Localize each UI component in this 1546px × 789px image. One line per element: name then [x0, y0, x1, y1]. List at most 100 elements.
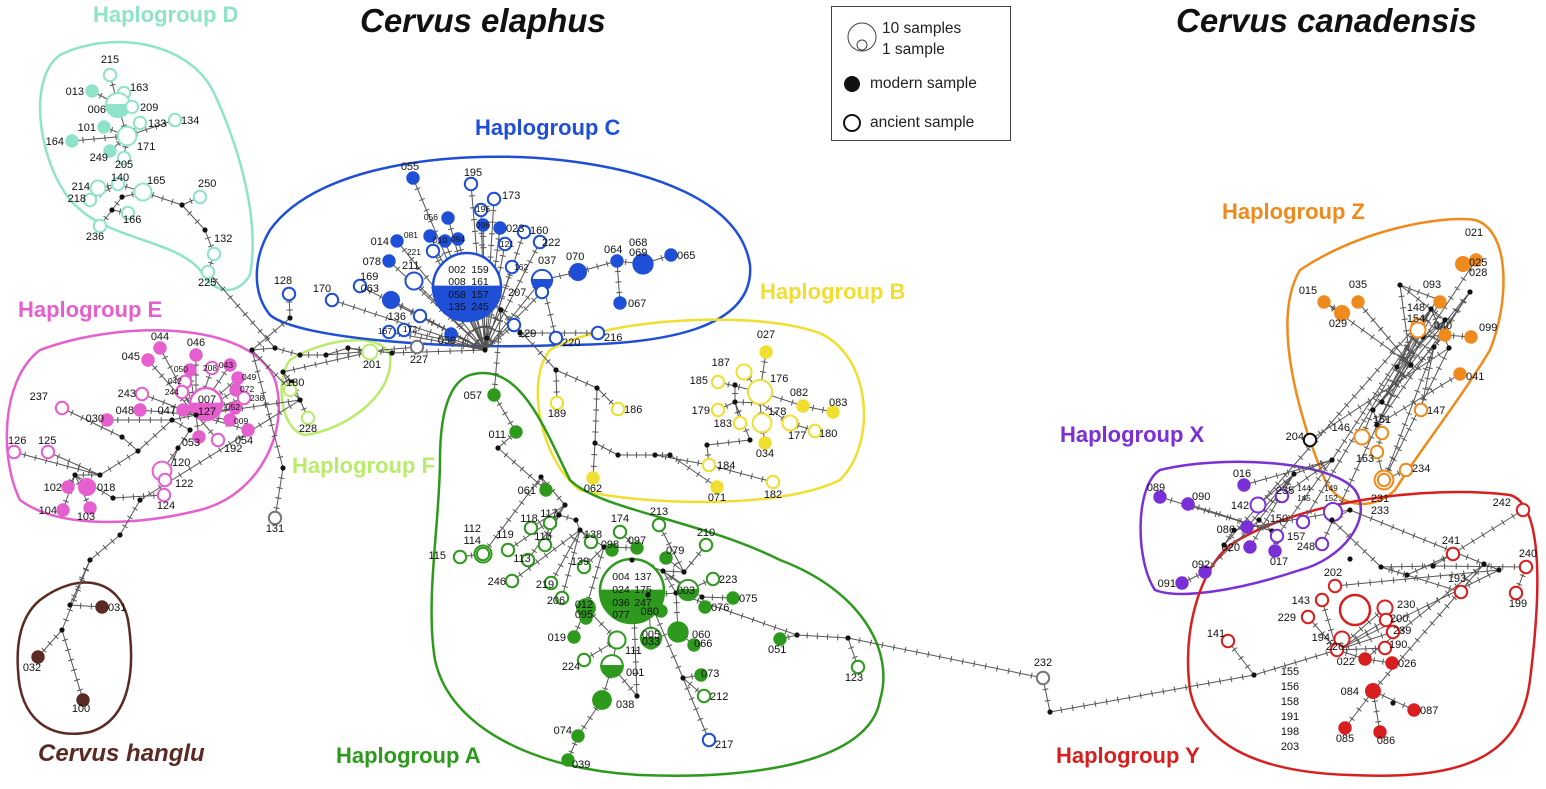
hub-label: 004 [612, 571, 630, 583]
mutation-tick [1409, 335, 1416, 340]
mutation-tick [1306, 509, 1312, 514]
mutation-tick [1225, 547, 1231, 553]
hub-label: 007 [198, 394, 216, 406]
mutation-tick [1414, 365, 1420, 371]
mutation-tick [274, 445, 281, 448]
mutation-tick [1296, 481, 1301, 487]
ancient-sample-node [486, 191, 502, 207]
mutation-tick [1312, 622, 1318, 628]
mutation-tick [1439, 572, 1442, 579]
mutation-tick [428, 219, 434, 223]
mutation-tick [1451, 595, 1457, 601]
haplotype-node [751, 412, 773, 434]
haplotype-label: 153 [1356, 453, 1374, 465]
haplotype-node [406, 171, 420, 185]
legend: 10 samples 1 sample modern sample ancien… [831, 6, 1011, 141]
mutation-tick [556, 495, 562, 501]
haplotype-label: 068 [629, 237, 647, 249]
mutation-tick [1434, 340, 1440, 346]
mutation-tick [1366, 619, 1372, 625]
median-vector-node [1374, 422, 1380, 428]
mutation-tick [1225, 514, 1229, 521]
median-vector-node [577, 527, 583, 533]
mutation-tick [1324, 618, 1332, 622]
mutation-tick [1362, 548, 1368, 554]
ancient-sample-node [576, 652, 592, 668]
ancient-sample-node [590, 325, 606, 341]
median-vector-node [1047, 709, 1053, 715]
haplotype-label: 067 [628, 298, 646, 310]
mutation-tick [1357, 404, 1362, 410]
haplotype-node [534, 284, 550, 300]
mutation-tick [557, 563, 564, 568]
median-vector-node [193, 412, 199, 418]
median-vector-node [495, 445, 501, 451]
haplotype-label: 042 [168, 376, 182, 386]
mutation-tick [1403, 360, 1410, 365]
haplotype-label: 059 [438, 335, 456, 347]
haplotype-label: 119 [496, 529, 514, 541]
network-edge [251, 317, 291, 351]
haplotype-node [76, 693, 90, 707]
modern-sample-node [223, 413, 237, 427]
mutation-tick [545, 359, 551, 364]
mutation-tick [1451, 571, 1453, 578]
haplotype-label: 095 [575, 609, 593, 621]
mutation-tick [1320, 460, 1325, 467]
mutation-tick [1406, 612, 1410, 618]
ancient-sample-node [281, 286, 297, 302]
ancient-sample-node [92, 218, 108, 234]
haplotype-label: 173 [502, 190, 520, 202]
median-vector-node [1408, 362, 1414, 368]
haplotype-node [124, 99, 140, 115]
hub-label: 024 [612, 584, 630, 596]
modern-sample-node [636, 255, 650, 269]
mutation-tick [1417, 612, 1423, 618]
hub-label: 058 [448, 289, 466, 301]
median-vector-node [592, 440, 598, 446]
mutation-tick [430, 298, 436, 304]
mutation-tick [1402, 571, 1406, 578]
mutation-tick [504, 315, 510, 320]
mutation-tick [670, 654, 677, 659]
haplotype-label: 233 [1371, 505, 1389, 517]
haplotype-label: 180 [819, 428, 837, 440]
mutation-tick [172, 403, 176, 410]
mutation-tick [1308, 463, 1312, 470]
mutation-tick [544, 302, 551, 305]
mutation-tick [1435, 314, 1442, 319]
mutation-tick [1349, 716, 1355, 721]
haplotype-label: 199 [1509, 598, 1527, 610]
haplotype-label: 021 [1465, 227, 1483, 239]
mutation-tick [586, 266, 590, 273]
haplotype-label: 071 [708, 492, 726, 504]
haplotype-label: 056 [424, 212, 438, 222]
mutation-tick [419, 286, 425, 292]
mutation-tick [518, 500, 525, 505]
median-vector-node [732, 399, 738, 405]
mutation-tick [410, 309, 414, 316]
mutation-tick [263, 402, 270, 405]
mutation-tick [465, 331, 470, 337]
mutation-tick [486, 315, 493, 318]
haplotype-node [83, 501, 97, 515]
haplotype-node [694, 668, 708, 682]
haplotype-node [1453, 584, 1469, 600]
median-vector-node [594, 385, 600, 391]
haplotype-node [300, 410, 316, 426]
haplotype-label: 179 [692, 405, 710, 417]
mutation-tick [525, 491, 531, 497]
mutation-tick [562, 554, 569, 559]
mutation-tick [1105, 698, 1108, 705]
mutation-tick [161, 425, 166, 431]
legend-size-1-label: 1 sample [882, 41, 945, 58]
mutation-tick [1217, 554, 1223, 560]
mutation-tick [462, 336, 466, 342]
mutation-tick [671, 551, 677, 556]
haplotype-label: 244 [165, 387, 179, 397]
mutation-tick [1460, 544, 1466, 551]
ancient-sample-node [607, 630, 627, 650]
label-haplogroup-f: Haplogroup F [292, 453, 435, 478]
mutation-tick [585, 380, 589, 387]
mutation-tick [1397, 357, 1404, 362]
